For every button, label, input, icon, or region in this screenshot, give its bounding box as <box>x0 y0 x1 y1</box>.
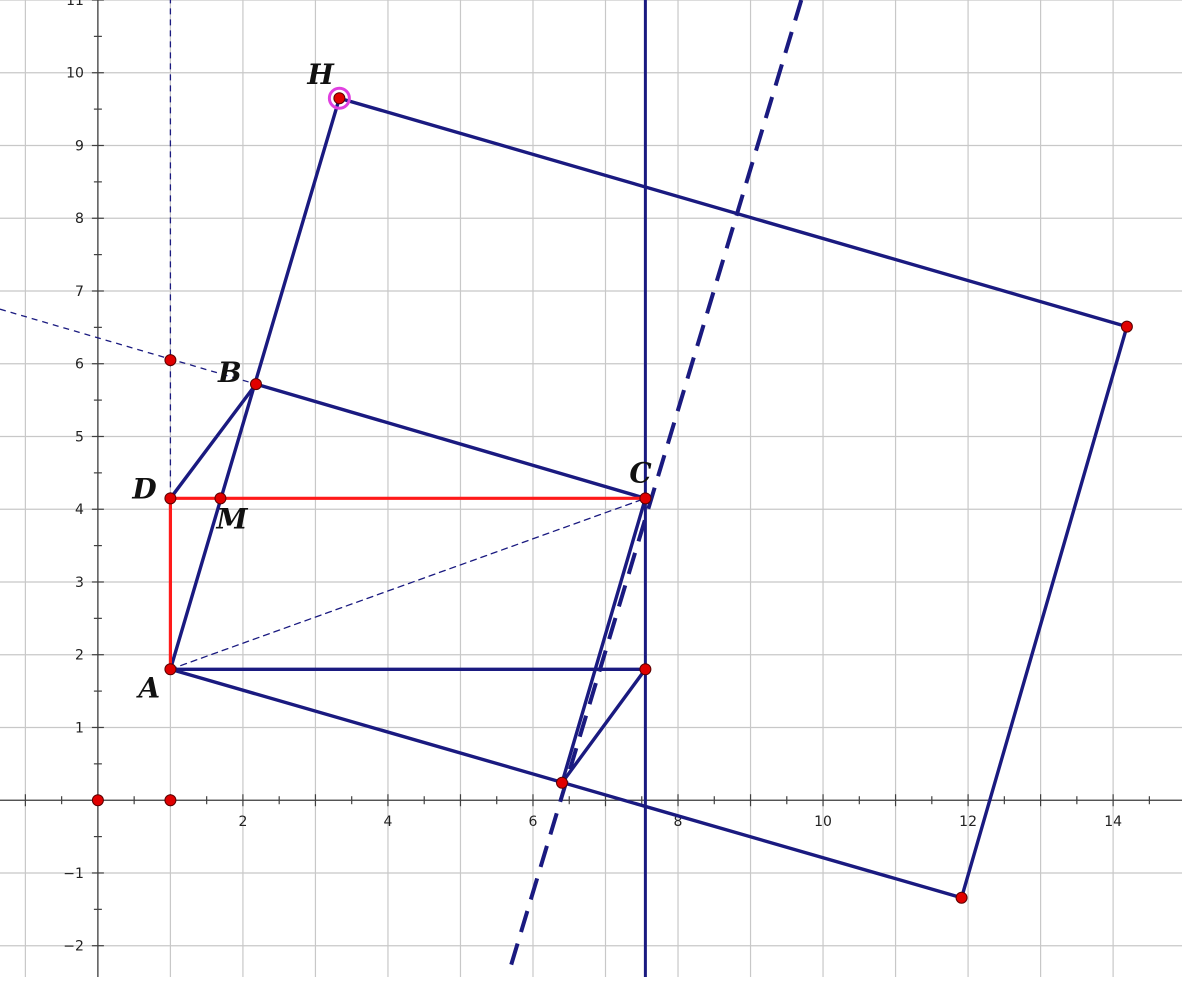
construction-lines <box>0 0 804 982</box>
point-P3 <box>555 776 568 789</box>
selection-ring <box>327 86 351 110</box>
segment-DB <box>168 382 258 501</box>
label-D: D <box>131 472 157 505</box>
y-tick-label: 6 <box>75 357 84 373</box>
y-tick-label: 1 <box>75 720 84 736</box>
point-P2 <box>955 891 968 904</box>
segment-AC <box>169 497 647 670</box>
segment-P1P2 <box>959 324 1129 900</box>
y-tick-label: 7 <box>75 284 84 300</box>
point-P5 <box>164 354 177 367</box>
y-tick-label: 9 <box>75 138 84 154</box>
x-tick-label: 10 <box>814 814 832 830</box>
point-labels: H B D M C A <box>131 58 652 704</box>
points <box>91 86 1133 904</box>
point-O <box>91 794 104 807</box>
point-M <box>214 492 227 505</box>
point-P4 <box>639 663 652 676</box>
x-tick-label: 14 <box>1104 814 1122 830</box>
label-C: C <box>629 456 652 489</box>
y-tick-label: 8 <box>75 211 84 227</box>
x-tick-label: 2 <box>238 814 247 830</box>
y-tick-label: 2 <box>75 648 84 664</box>
y-tick-label: 4 <box>75 502 84 518</box>
segment-P3P4 <box>560 667 648 785</box>
point-B <box>249 378 262 391</box>
x-tick-label: 4 <box>383 814 392 830</box>
y-tick-label: 10 <box>66 66 84 82</box>
label-M: M <box>215 502 248 535</box>
label-H: H <box>306 58 335 91</box>
y-tick-label: 3 <box>75 575 84 591</box>
label-A: A <box>135 671 160 704</box>
segment-BC <box>254 382 648 501</box>
point-H <box>333 92 346 105</box>
label-B: B <box>217 356 242 389</box>
y-tick-label: −2 <box>63 939 84 955</box>
y-tick-label: 11 <box>66 0 84 9</box>
point-P1 <box>1120 320 1133 333</box>
x-tick-label: 8 <box>674 814 683 830</box>
y-tick-label: 5 <box>75 429 84 445</box>
construction-line <box>0 308 257 385</box>
x-tick-label: 6 <box>529 814 538 830</box>
segment-CP3 <box>560 496 648 785</box>
y-tick-label: −1 <box>63 866 84 882</box>
point-D <box>164 492 177 505</box>
construction-line <box>509 0 804 966</box>
point-P6 <box>164 794 177 807</box>
point-A <box>164 663 177 676</box>
point-C <box>639 492 652 505</box>
x-tick-label: 12 <box>959 814 977 830</box>
segment-HP1 <box>337 96 1129 329</box>
